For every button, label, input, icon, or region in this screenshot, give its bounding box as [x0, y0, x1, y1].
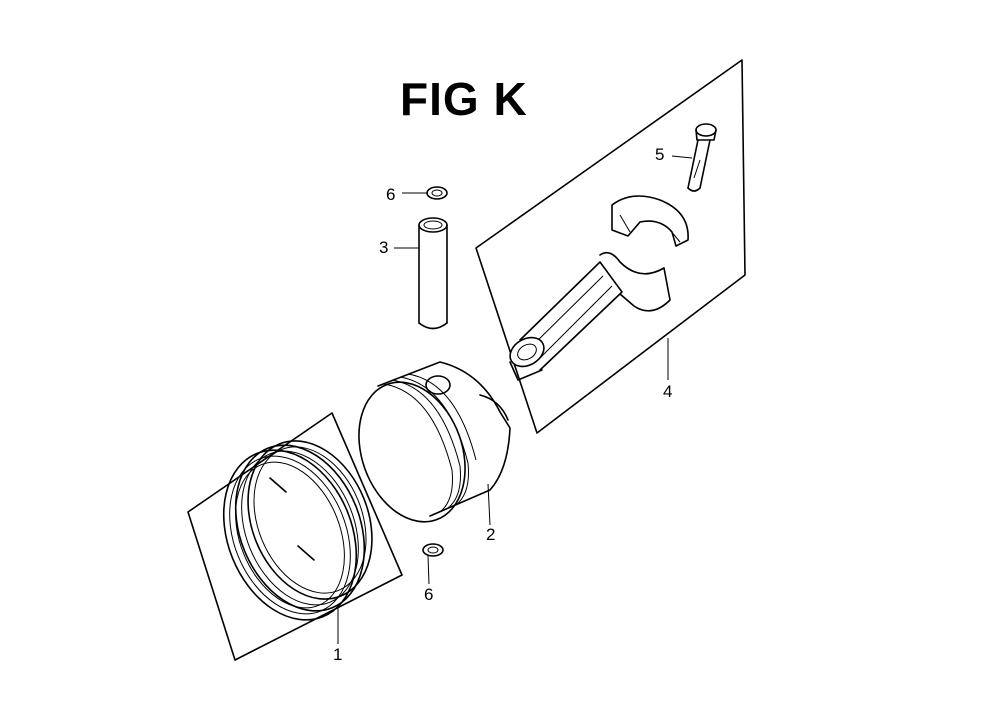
connecting-rod-group	[475, 59, 746, 434]
figure-title: FIG K	[400, 73, 528, 125]
piston-group	[358, 361, 511, 523]
callout-1: 1	[333, 645, 343, 664]
callout-2: 2	[486, 525, 496, 544]
piston-skirt	[377, 361, 511, 517]
callout-6-bottom: 6	[424, 585, 434, 604]
ring-second	[234, 444, 366, 612]
circlip-bottom	[422, 543, 444, 557]
callout-3: 3	[379, 238, 389, 257]
circlip-top	[426, 186, 448, 200]
piston-rings-group	[187, 412, 403, 661]
rod-cap	[611, 195, 689, 247]
rod-beam	[519, 261, 623, 371]
wrist-pin-boss	[425, 375, 451, 395]
callout-6-top: 6	[386, 185, 396, 204]
rod-big-end	[599, 251, 671, 312]
wrist-pin-top	[418, 217, 448, 233]
wrist-pin-bottom	[418, 322, 448, 330]
callout-5: 5	[655, 145, 665, 164]
rod-outline-box	[475, 59, 746, 434]
callout-4: 4	[663, 382, 673, 401]
rings-outline-box	[187, 412, 403, 661]
ring-oil	[222, 449, 358, 621]
leader-lines	[337, 155, 693, 644]
rod-small-end	[509, 336, 545, 368]
wrist-pin-group	[418, 217, 448, 330]
rod-bolt	[687, 123, 717, 192]
